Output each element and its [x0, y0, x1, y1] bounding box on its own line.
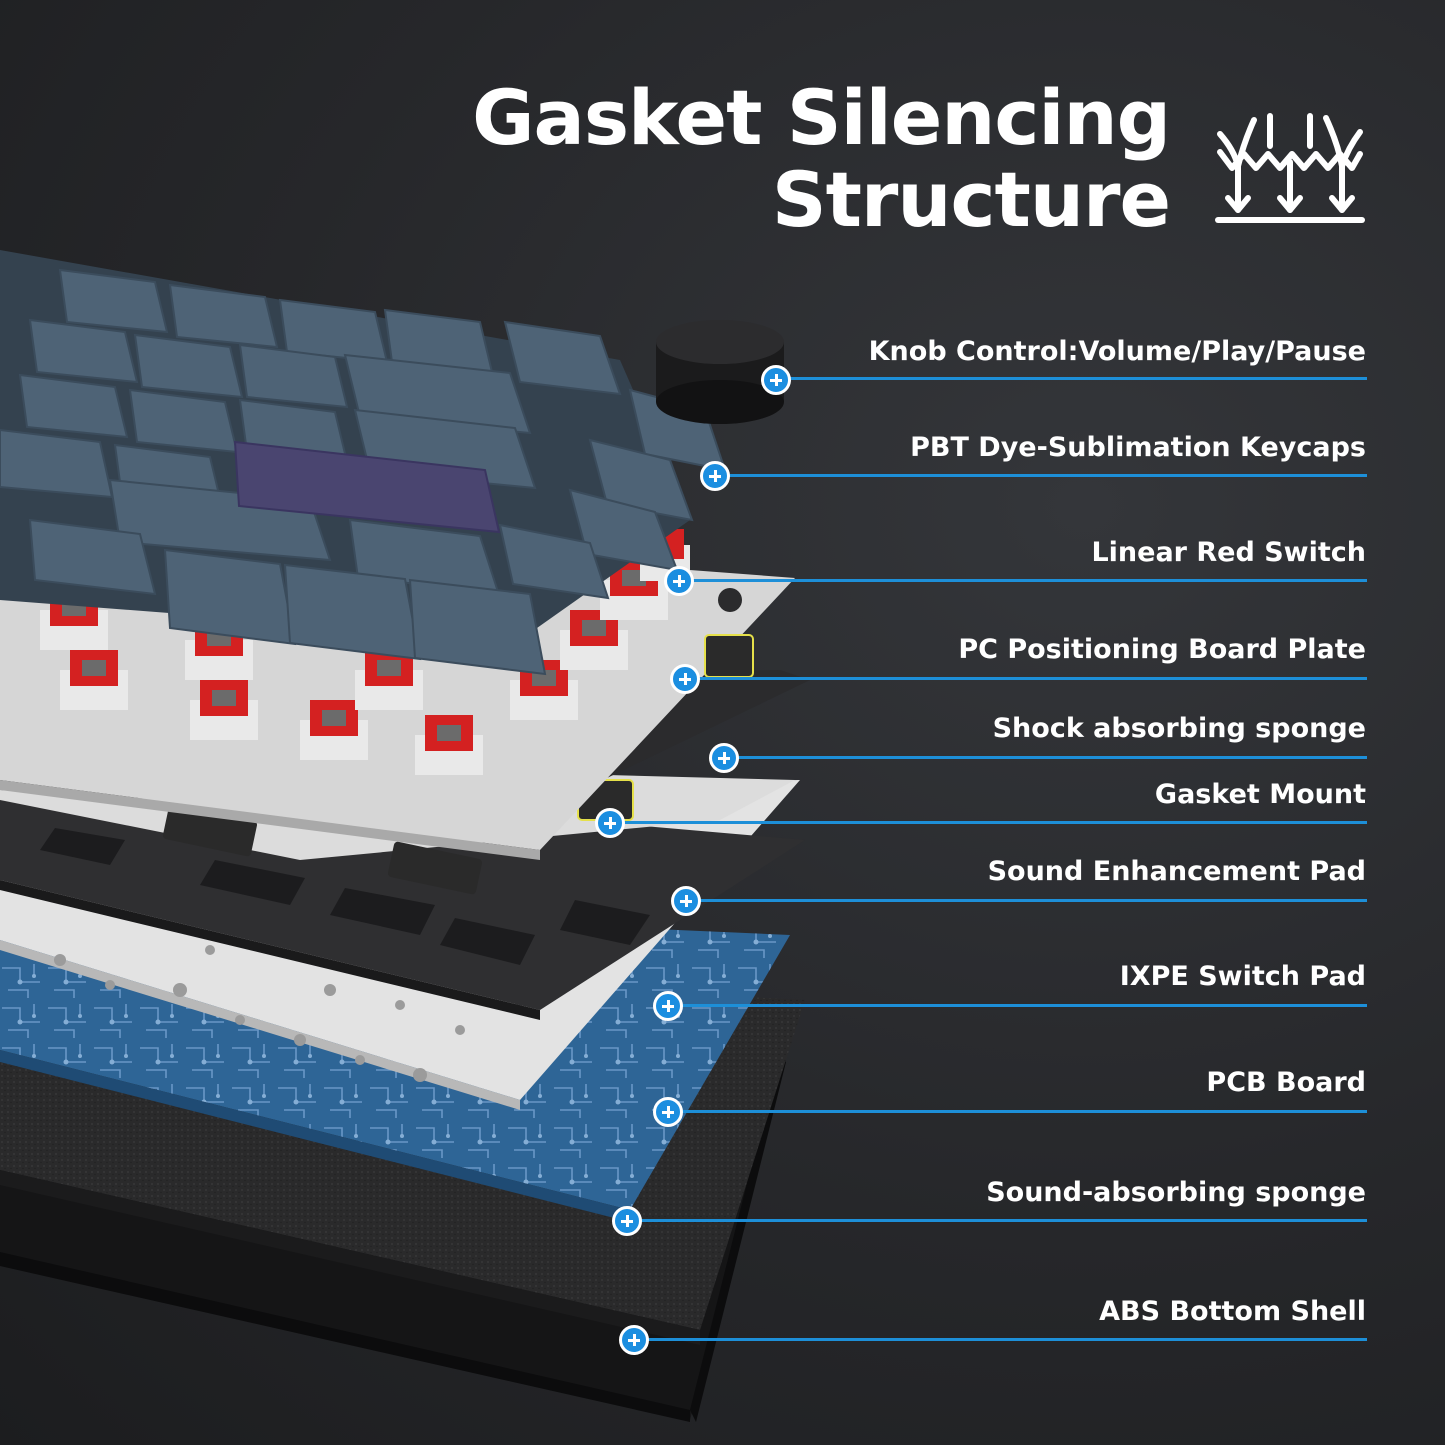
callout-label-ixpe-switch-pad: IXPE Switch Pad	[1119, 961, 1366, 992]
callout-marker-pcb-board[interactable]	[653, 1097, 683, 1127]
callout-label-shock-absorbing-sponge: Shock absorbing sponge	[992, 713, 1366, 744]
callout-marker-abs-bottom-shell[interactable]	[619, 1325, 649, 1355]
callout-label-sound-absorbing-sponge: Sound-absorbing sponge	[986, 1177, 1366, 1208]
callout-line-pcb-board	[668, 1110, 1367, 1113]
callout-line-shock-absorbing-sponge	[724, 756, 1367, 759]
callout-line-knob-control	[776, 377, 1367, 380]
callout-marker-ixpe-switch-pad[interactable]	[653, 991, 683, 1021]
callout-label-sound-enhancement-pad: Sound Enhancement Pad	[987, 856, 1366, 887]
callout-label-pcb-board: PCB Board	[1206, 1067, 1366, 1098]
callout-label-linear-red-switch: Linear Red Switch	[1091, 537, 1366, 568]
callout-line-pbt-keycaps	[715, 474, 1367, 477]
callout-line-linear-red-switch	[679, 579, 1367, 582]
volume-knob	[656, 320, 784, 424]
callout-line-sound-enhancement-pad	[686, 899, 1367, 902]
callout-marker-shock-absorbing-sponge[interactable]	[709, 743, 739, 773]
callout-marker-pbt-keycaps[interactable]	[700, 461, 730, 491]
callout-marker-knob-control[interactable]	[761, 365, 791, 395]
callout-marker-sound-absorbing-sponge[interactable]	[612, 1206, 642, 1236]
page-title-line-1: Gasket Silencing	[472, 73, 1171, 162]
callout-marker-gasket-mount[interactable]	[595, 808, 625, 838]
callout-line-abs-bottom-shell	[634, 1338, 1367, 1341]
artisan-space-keycap	[233, 440, 501, 534]
callout-label-pc-positioning-plate: PC Positioning Board Plate	[958, 634, 1366, 665]
page-title-line-2: Structure	[771, 155, 1171, 244]
callout-line-gasket-mount	[610, 821, 1367, 824]
callout-marker-sound-enhancement-pad[interactable]	[671, 886, 701, 916]
callout-line-pc-positioning-plate	[685, 677, 1367, 680]
callout-marker-linear-red-switch[interactable]	[664, 566, 694, 596]
callout-line-sound-absorbing-sponge	[627, 1219, 1367, 1222]
callout-label-gasket-mount: Gasket Mount	[1154, 779, 1366, 810]
callout-line-ixpe-switch-pad	[668, 1004, 1367, 1007]
callout-label-pbt-keycaps: PBT Dye-Sublimation Keycaps	[910, 432, 1366, 463]
callout-label-knob-control: Knob Control:Volume/Play/Pause	[868, 336, 1366, 367]
callout-label-abs-bottom-shell: ABS Bottom Shell	[1099, 1296, 1366, 1327]
callout-marker-pc-positioning-plate[interactable]	[670, 664, 700, 694]
sound-dampening-icon	[1215, 113, 1365, 223]
pbt-keycap-deck	[0, 250, 727, 676]
